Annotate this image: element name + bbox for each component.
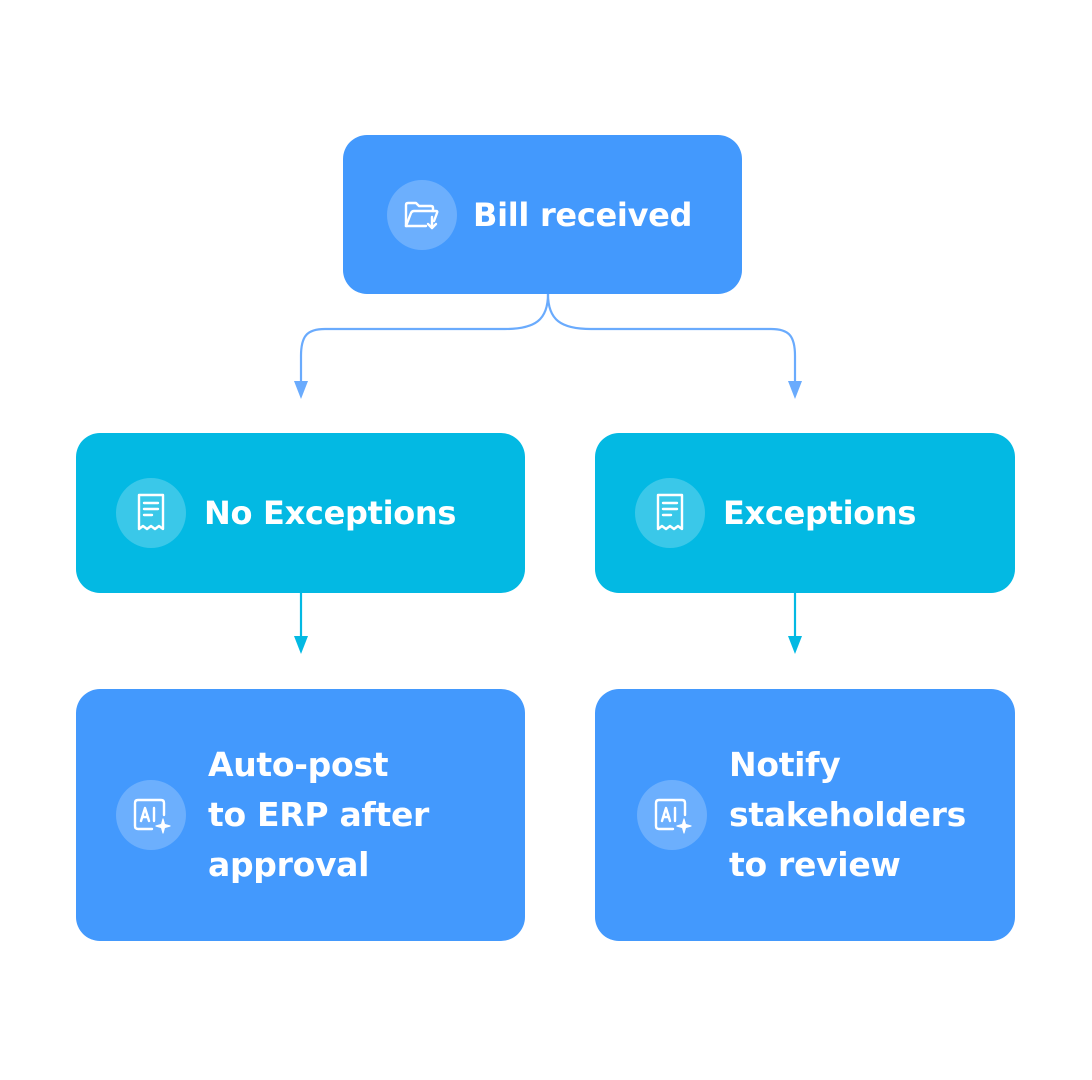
connector-bill-to-no-exceptions bbox=[299, 293, 550, 386]
node-auto-post-line-2: to ERP after bbox=[208, 795, 430, 834]
arrowhead-auto-post bbox=[294, 636, 308, 654]
ai-sparkle-icon bbox=[116, 780, 186, 850]
node-auto-post-label: Auto-post to ERP after approval bbox=[208, 740, 429, 890]
node-exceptions: Exceptions bbox=[595, 433, 1015, 593]
arrowhead-notify bbox=[788, 636, 802, 654]
arrowhead-no-exceptions bbox=[294, 381, 308, 399]
receipt-icon bbox=[635, 478, 705, 548]
node-auto-post-line-3: approval bbox=[208, 845, 370, 884]
node-exceptions-label: Exceptions bbox=[723, 494, 917, 532]
node-bill-received-label: Bill received bbox=[473, 195, 693, 234]
connector-bill-to-exceptions bbox=[546, 293, 797, 386]
node-notify-line-1: Notify bbox=[729, 745, 841, 784]
receipt-icon bbox=[116, 478, 186, 548]
node-auto-post-line-1: Auto-post bbox=[208, 745, 389, 784]
node-notify: Notify stakeholders to review bbox=[595, 689, 1015, 941]
node-no-exceptions: No Exceptions bbox=[76, 433, 525, 593]
node-notify-line-2: stakeholders bbox=[729, 795, 966, 834]
node-auto-post: Auto-post to ERP after approval bbox=[76, 689, 525, 941]
node-no-exceptions-label: No Exceptions bbox=[204, 494, 457, 532]
node-notify-line-3: to review bbox=[729, 845, 901, 884]
ai-sparkle-icon bbox=[637, 780, 707, 850]
arrowhead-exceptions bbox=[788, 381, 802, 399]
folder-download-icon bbox=[387, 179, 457, 250]
node-bill-received: Bill received bbox=[343, 135, 742, 294]
node-notify-label: Notify stakeholders to review bbox=[729, 740, 966, 890]
